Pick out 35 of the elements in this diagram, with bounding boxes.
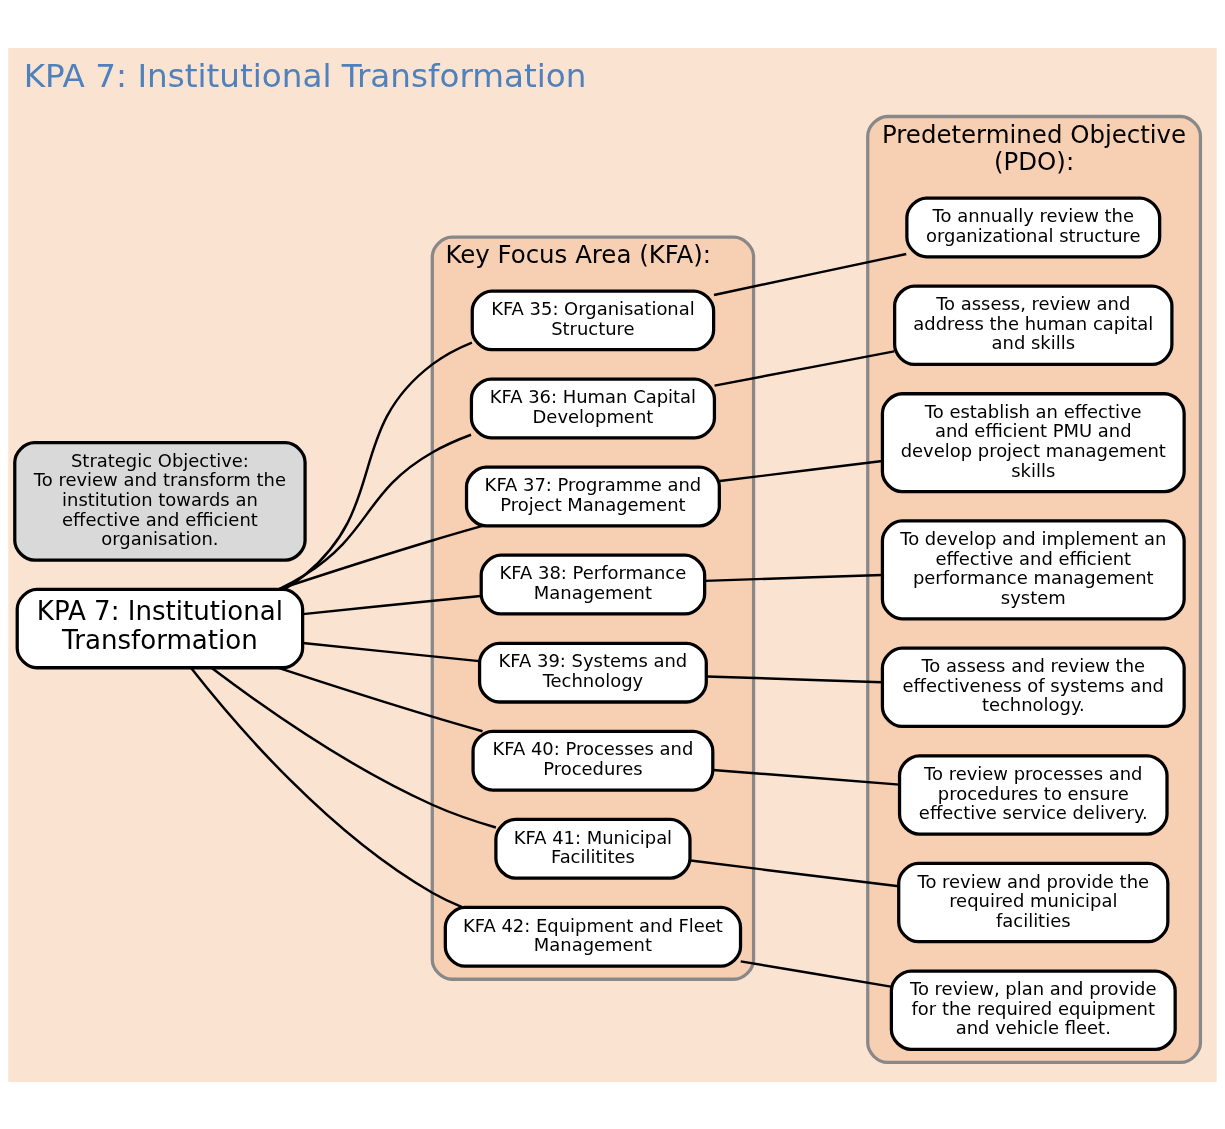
connector [278,433,472,590]
connector [719,459,883,482]
connector [302,641,480,662]
connector [190,666,464,909]
node-box: KPA 7: Institutional Transformation [15,587,305,669]
connector [278,666,483,732]
connector [283,340,473,590]
node-box: KFA 35: Organisational Structure [470,288,716,351]
connector [278,524,483,590]
connector [302,594,481,615]
connector [211,666,497,829]
node-box: To establish an effective and efficient PMU and develop project management skills [880,391,1186,493]
node-box: To assess and review the effectiveness of systems and technology. [880,646,1186,728]
node-box: To assess, review and address the human capital and skills [893,284,1174,366]
connector [712,768,900,786]
node-box: KFA 38: Performance Management [479,553,707,616]
node-box: KFA 36: Human Capital Development [469,376,717,439]
node-box: Strategic Objective: To review and transform the institution towards an effective and efficient organisation. [13,440,307,562]
node-box: To develop and implement an effective and efficient performance management system [880,518,1186,620]
node-box: To review processes and procedures to ensure effective service delivery. [897,753,1169,836]
connector [713,252,907,296]
node-box: To review, plan and provide for the required equipment and vehicle fleet. [889,968,1177,1051]
connector [706,674,883,684]
diagram-title: KPA 7: Institutional Transformation [23,56,587,95]
node-box: KFA 40: Processes and Procedures [471,729,715,792]
connector [704,573,883,582]
node-box: KFA 37: Programme and Project Management [464,465,721,527]
node-box: KFA 41: Municipal Facilitites [494,817,692,880]
node-box: KFA 39: Systems and Technology [477,641,708,704]
node-box: KFA 42: Equipment and Fleet Management [443,905,743,968]
connector [740,959,892,988]
connector [714,349,895,387]
connector [690,858,899,887]
node-box: To annually review the organizational structure [905,195,1162,258]
node-box: To review and provide the required municipal facilities [897,861,1170,943]
